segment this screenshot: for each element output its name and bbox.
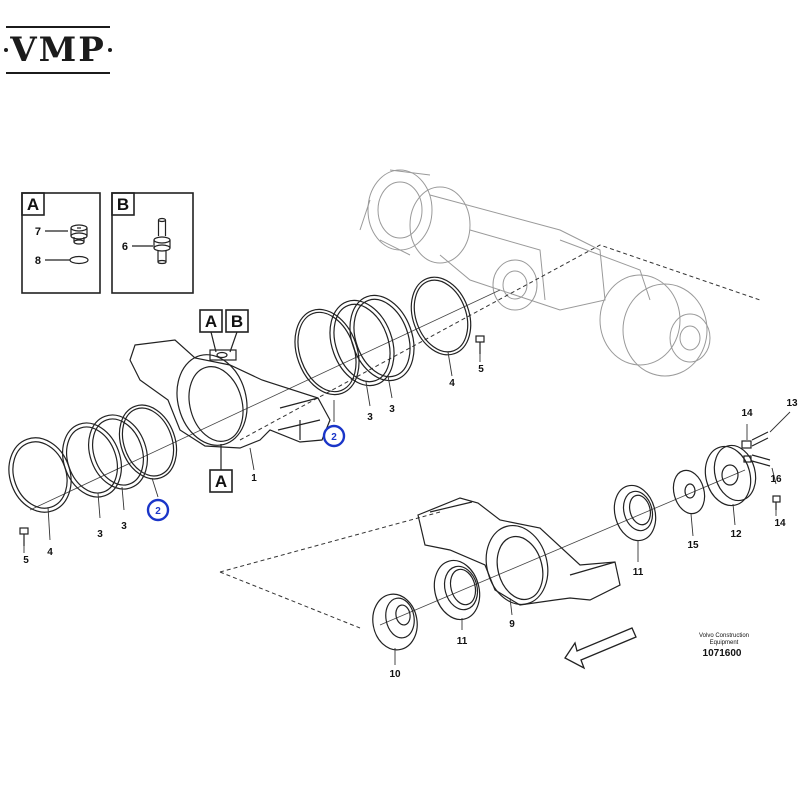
svg-text:A: A [215, 472, 227, 491]
callout-5-a: 5 [23, 555, 29, 566]
logo-dot-right [108, 48, 112, 52]
callout-4-a: 4 [47, 547, 53, 558]
logo-dot-left [4, 48, 8, 52]
axle-assembly-ghost [359, 169, 711, 377]
leader-lines [23, 351, 791, 665]
view-tag-a-bottom: A [209, 444, 233, 493]
credit-code: 1071600 [703, 648, 742, 659]
callout-2-upper: 2 [331, 432, 337, 443]
bolts-hub [741, 431, 781, 510]
thrust-plate-right [410, 276, 472, 356]
callout-2-lower: 2 [155, 506, 161, 517]
callout-9: 9 [509, 619, 515, 630]
callout-8: 8 [35, 255, 41, 267]
callout-11-a: 11 [457, 636, 468, 647]
highlight-2-lower: 2 [146, 498, 170, 522]
bolt-left [19, 527, 29, 546]
plug-icon [70, 224, 88, 245]
bearing-upper [613, 484, 657, 542]
washer-plate [672, 469, 706, 515]
svg-text:A: A [205, 312, 217, 331]
thrust-plate-left [8, 437, 72, 513]
credit-line-1: Volvo Construction [699, 633, 749, 639]
o-ring-icon [69, 255, 89, 265]
callout-3-c: 3 [367, 412, 373, 423]
seal-ring-left [118, 404, 178, 480]
inset-a-letter: A [27, 195, 39, 214]
svg-text:B: B [231, 312, 243, 331]
axle-cradle-lower [417, 497, 621, 606]
highlight-circle [146, 498, 170, 522]
credit-block: Volvo Construction Equipment 1071600 [699, 633, 749, 659]
dashed-frames [219, 244, 761, 629]
callout-5-b: 5 [478, 364, 484, 375]
callout-15: 15 [687, 540, 699, 551]
callout-3-d: 3 [389, 404, 395, 415]
axle-cradle-upper [129, 339, 331, 449]
callout-1: 1 [251, 473, 257, 484]
vmp-logo: VMP [4, 26, 112, 74]
shim-rings-right [294, 294, 415, 396]
inset-a: A 7 8 [21, 192, 101, 294]
callout-14-b: 14 [774, 518, 786, 529]
callout-16: 16 [770, 474, 782, 485]
callout-6: 6 [122, 241, 128, 253]
credit-line-2: Equipment [710, 640, 739, 646]
callout-3-b: 3 [121, 521, 127, 532]
cover-plate [372, 593, 418, 651]
callout-11-b: 11 [633, 567, 644, 578]
callout-12: 12 [730, 529, 742, 540]
callout-3-a: 3 [97, 529, 103, 540]
logo-text: VMP [10, 30, 106, 70]
callout-14-a: 14 [741, 408, 753, 419]
center-axis-lines [29, 289, 746, 626]
highlight-2-upper: 2 [322, 424, 346, 448]
callout-4-b: 4 [449, 378, 455, 389]
inset-b: B 6 [111, 192, 194, 294]
callout-numbers: 1 3 3 3 3 4 4 5 5 9 10 11 11 12 13 14 14… [23, 364, 798, 680]
flange-hub [704, 444, 757, 507]
view-tag-b-top: B [225, 309, 249, 353]
bearing-lower [433, 559, 481, 621]
callout-10: 10 [389, 669, 401, 680]
callout-7: 7 [35, 226, 41, 238]
direction-arrow-icon [564, 627, 637, 670]
highlight-circle [322, 424, 346, 448]
nipple-icon [153, 217, 171, 265]
inset-b-letter: B [117, 195, 129, 214]
callout-13: 13 [786, 398, 798, 409]
bolt-right [475, 335, 485, 354]
view-tag-a-top: A [199, 309, 223, 353]
shim-rings-left [62, 414, 148, 498]
